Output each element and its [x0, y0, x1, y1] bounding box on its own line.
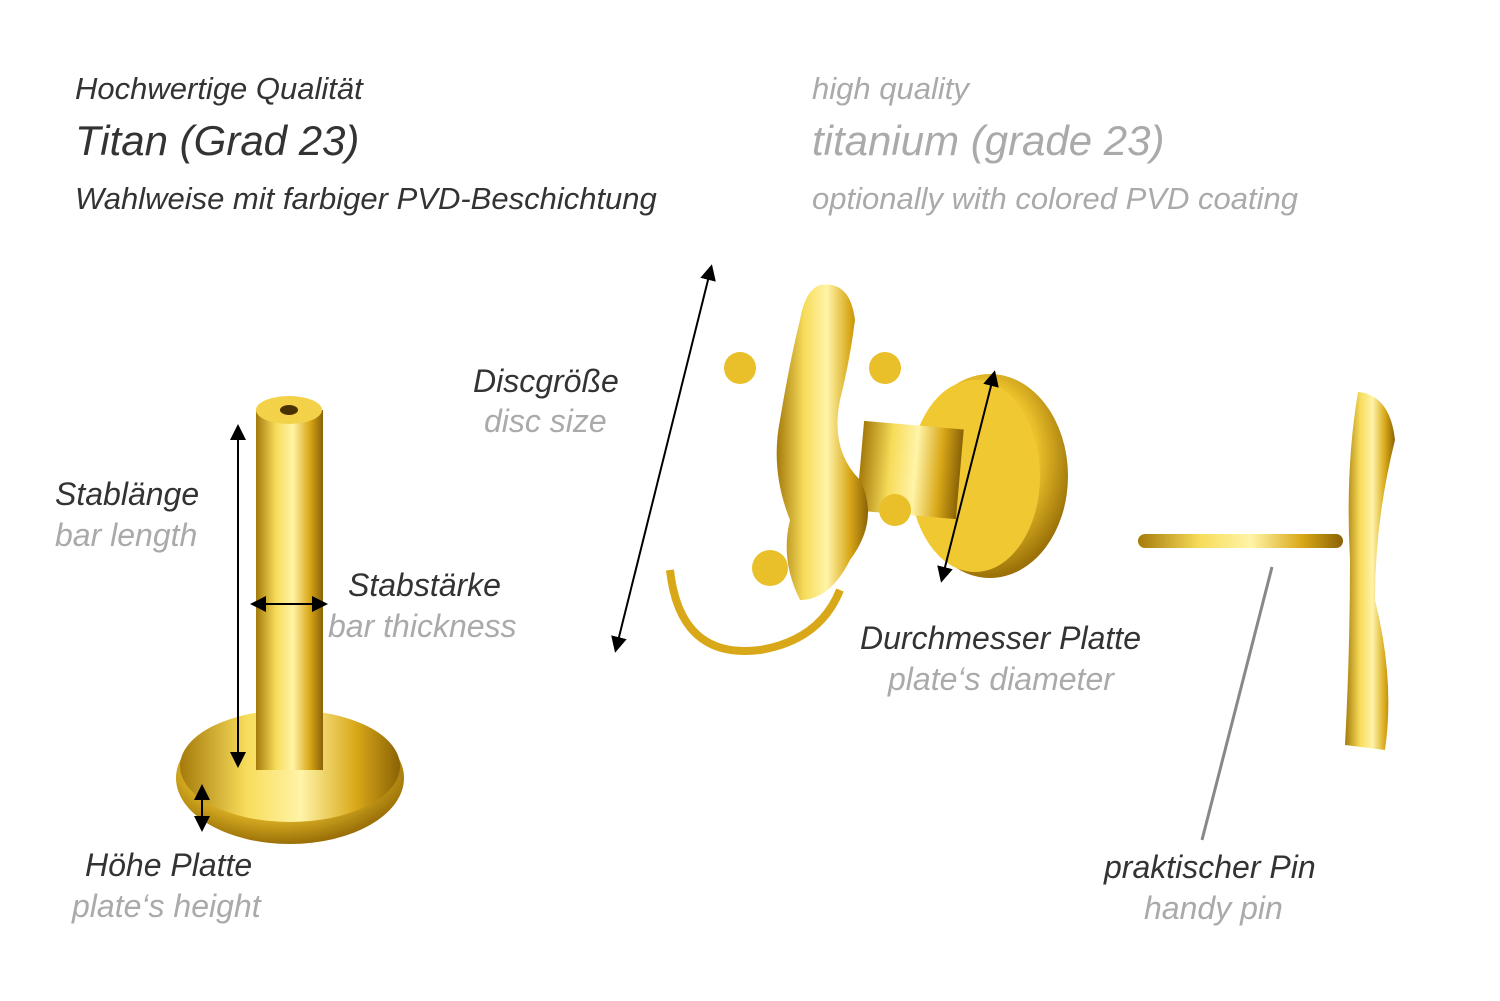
header-en-line1: high quality — [812, 71, 969, 106]
header-en-line3: optionally with colored PVD coating — [812, 181, 1298, 216]
label-handy-pin: praktischer Pin — [1104, 849, 1316, 885]
header-de-line3: Wahlweise mit farbiger PVD-Beschichtung — [75, 181, 657, 216]
label-bar-thickness: Stabstärke — [348, 567, 501, 603]
disc-size-arrow — [611, 264, 716, 653]
header-de-line2: Titan (Grad 23) — [75, 117, 360, 164]
pin-pointer-line — [1200, 566, 1274, 841]
label-disc-size: Discgröße — [473, 363, 619, 399]
header-de-line1: Hochwertige Qualität — [75, 71, 363, 106]
label-handy-pin-en: handy pin — [1144, 890, 1283, 926]
label-plate-height: Höhe Platte — [85, 847, 253, 883]
label-disc-size-en: disc size — [484, 403, 607, 439]
gecko-labret — [666, 284, 1068, 655]
header-en-line2: titanium (grade 23) — [812, 117, 1165, 164]
label-bar-length-en: bar length — [55, 517, 198, 553]
label-bar-thickness-en: bar thickness — [328, 608, 517, 644]
label-plate-diameter: Durchmesser Platte — [860, 620, 1141, 656]
label-plate-height-en: plate‘s height — [72, 888, 261, 924]
label-plate-diameter-en: plate‘s diameter — [888, 661, 1114, 697]
label-bar-length: Stablänge — [55, 476, 200, 512]
plate-diameter-arrow — [937, 370, 999, 583]
gecko-side-view — [1138, 392, 1395, 750]
